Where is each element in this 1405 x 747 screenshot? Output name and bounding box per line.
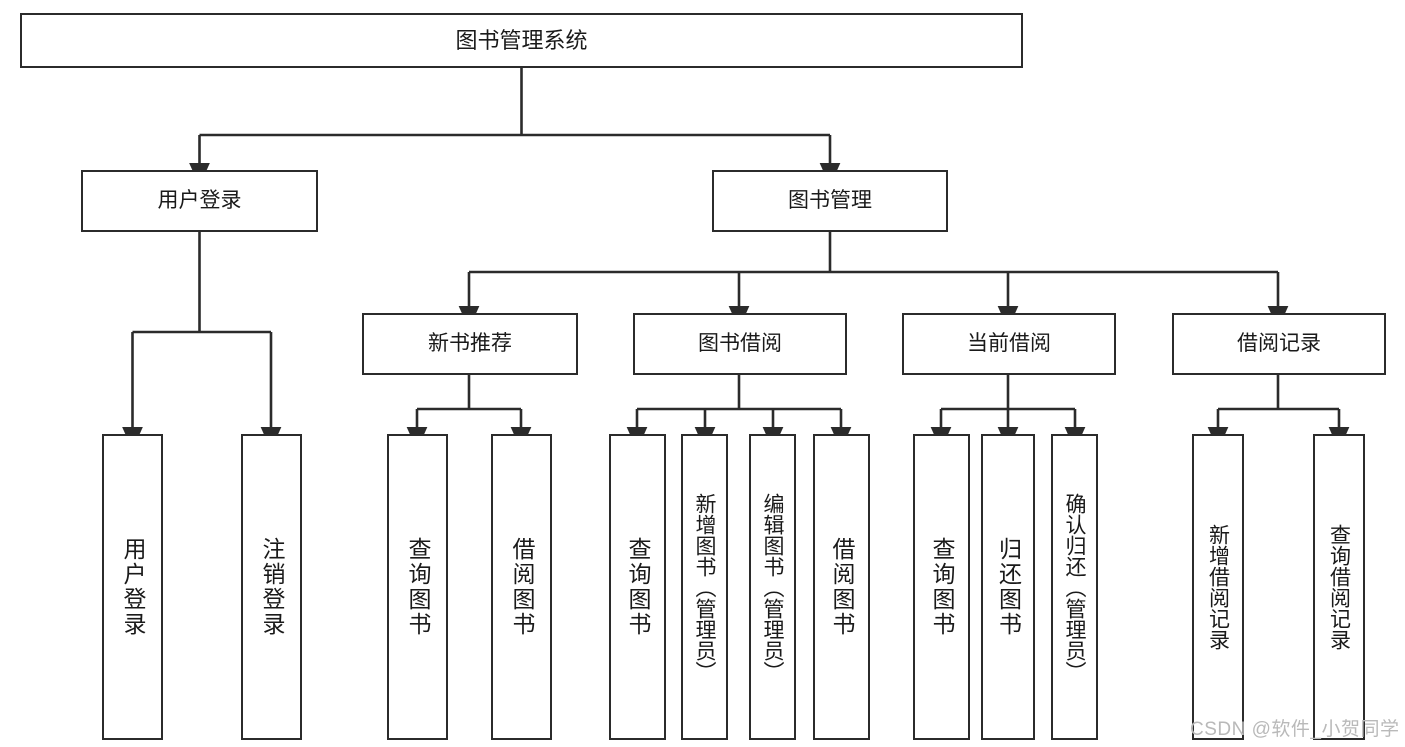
leaf-borrow-edit-admin-label: 编辑图书（管理员） xyxy=(761,492,784,682)
leaf-current-return[interactable]: 归还图书 xyxy=(981,434,1035,740)
node-current-borrow[interactable]: 当前借阅 xyxy=(902,313,1116,375)
leaf-user-login-signin[interactable]: 用户登录 xyxy=(102,434,163,740)
node-book-borrow-label: 图书借阅 xyxy=(698,331,782,355)
leaf-user-login-signout[interactable]: 注销登录 xyxy=(241,434,302,740)
leaf-borrow-add-admin[interactable]: 新增图书（管理员） xyxy=(681,434,728,740)
leaf-current-confirm-admin-label: 确认归还（管理员） xyxy=(1063,492,1086,682)
leaf-borrow-query-label: 查询图书 xyxy=(625,537,651,637)
leaf-record-query[interactable]: 查询借阅记录 xyxy=(1313,434,1365,740)
leaf-record-add-label: 新增借阅记录 xyxy=(1206,524,1230,650)
leaf-newbook-query-label: 查询图书 xyxy=(405,537,431,637)
leaf-user-login-signin-label: 用户登录 xyxy=(120,537,146,637)
node-borrow-record[interactable]: 借阅记录 xyxy=(1172,313,1386,375)
node-new-book-recommend[interactable]: 新书推荐 xyxy=(362,313,578,375)
leaf-newbook-query[interactable]: 查询图书 xyxy=(387,434,448,740)
leaf-newbook-borrow[interactable]: 借阅图书 xyxy=(491,434,552,740)
node-new-book-recommend-label: 新书推荐 xyxy=(428,331,512,355)
leaf-record-add[interactable]: 新增借阅记录 xyxy=(1192,434,1244,740)
node-root[interactable]: 图书管理系统 xyxy=(20,13,1023,68)
node-book-management-label: 图书管理 xyxy=(788,188,872,212)
leaf-borrow-edit-admin[interactable]: 编辑图书（管理员） xyxy=(749,434,796,740)
leaf-borrow-query[interactable]: 查询图书 xyxy=(609,434,666,740)
node-current-borrow-label: 当前借阅 xyxy=(967,331,1051,355)
leaf-current-confirm-admin[interactable]: 确认归还（管理员） xyxy=(1051,434,1098,740)
node-user-login[interactable]: 用户登录 xyxy=(81,170,318,232)
leaf-user-login-signout-label: 注销登录 xyxy=(259,537,285,637)
leaf-borrow-borrow-book[interactable]: 借阅图书 xyxy=(813,434,870,740)
leaf-current-return-label: 归还图书 xyxy=(995,537,1022,637)
watermark: CSDN @软件_小贺同学 xyxy=(1190,714,1399,741)
watermark-text: CSDN @软件_小贺同学 xyxy=(1190,719,1400,740)
node-user-login-label: 用户登录 xyxy=(157,188,242,212)
node-root-label: 图书管理系统 xyxy=(455,27,588,53)
leaf-newbook-borrow-label: 借阅图书 xyxy=(509,537,535,637)
node-book-management[interactable]: 图书管理 xyxy=(712,170,948,232)
leaf-borrow-add-admin-label: 新增图书（管理员） xyxy=(693,492,716,682)
leaf-borrow-borrow-book-label: 借阅图书 xyxy=(829,537,855,637)
leaf-current-query[interactable]: 查询图书 xyxy=(913,434,970,740)
leaf-record-query-label: 查询借阅记录 xyxy=(1327,524,1351,650)
node-book-borrow[interactable]: 图书借阅 xyxy=(633,313,847,375)
leaf-current-query-label: 查询图书 xyxy=(929,537,955,637)
node-borrow-record-label: 借阅记录 xyxy=(1237,331,1321,355)
